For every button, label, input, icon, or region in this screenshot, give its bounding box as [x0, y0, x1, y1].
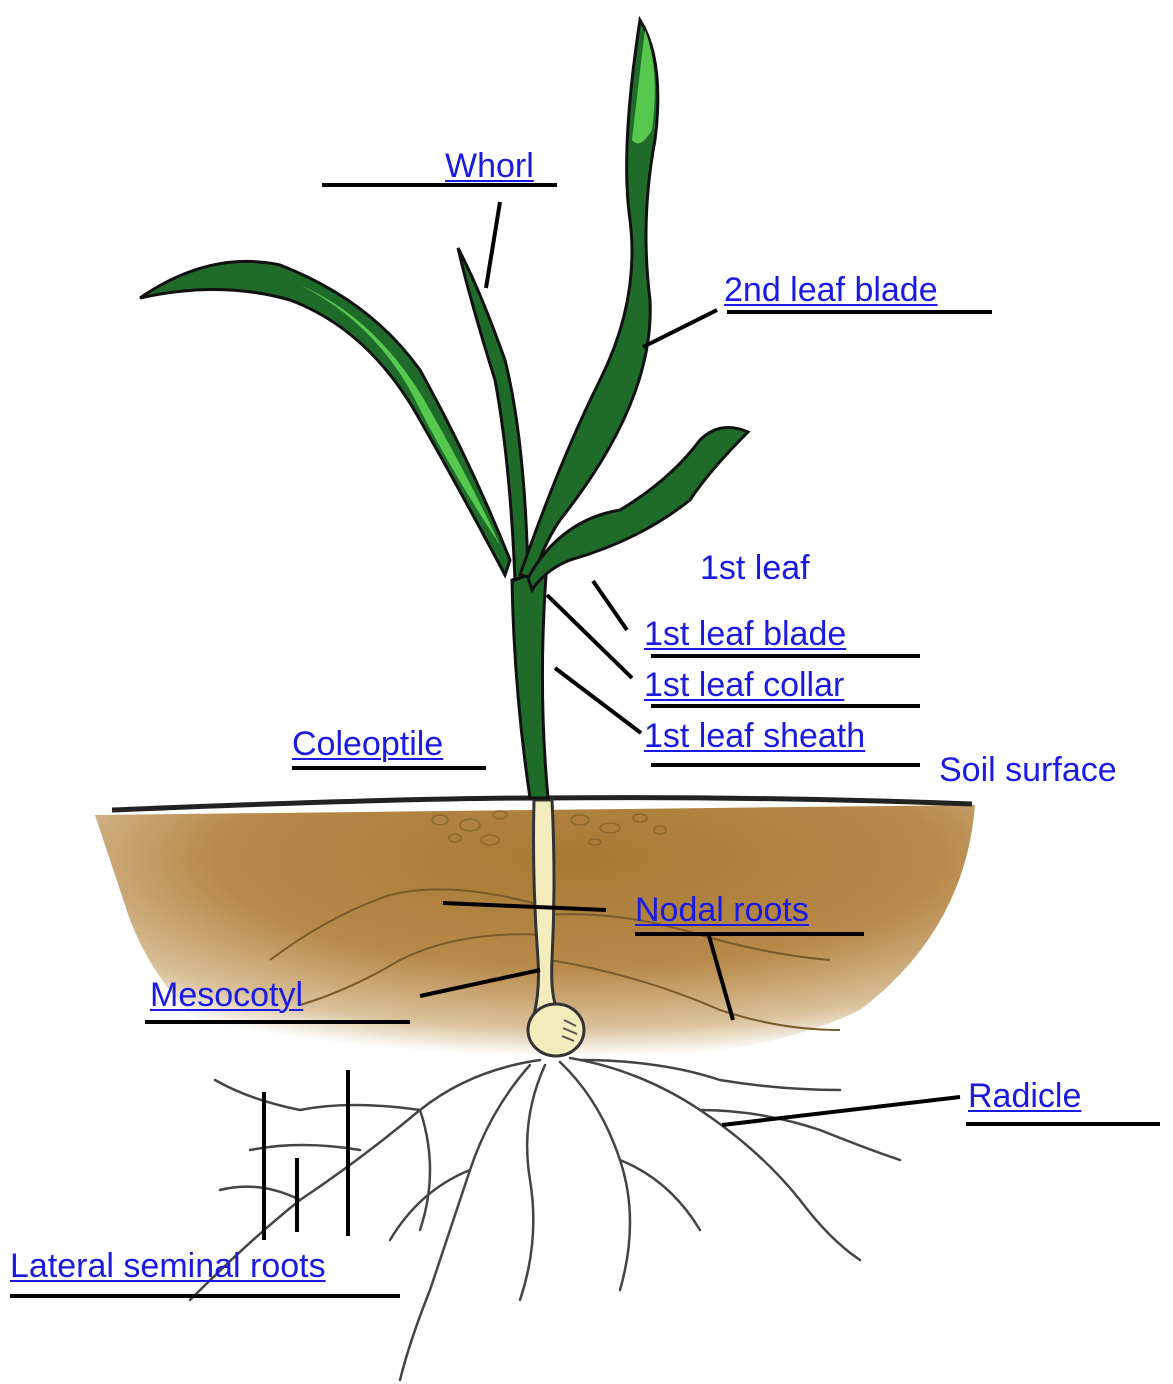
label-whorl[interactable]: Whorl	[445, 146, 534, 186]
label-soil-surface: Soil surface	[939, 750, 1117, 790]
label-lateral-seminal-roots[interactable]: Lateral seminal roots	[10, 1246, 326, 1286]
label-nodal-roots[interactable]: Nodal roots	[635, 890, 809, 930]
label-first-leaf-collar[interactable]: 1st leaf collar	[644, 665, 844, 705]
label-second-leaf-blade[interactable]: 2nd leaf blade	[724, 270, 938, 310]
left-leaf	[140, 261, 510, 575]
label-first-leaf-sheath[interactable]: 1st leaf sheath	[644, 716, 865, 756]
green-stem	[512, 573, 548, 798]
label-coleoptile[interactable]: Coleoptile	[292, 724, 443, 764]
label-mesocotyl[interactable]: Mesocotyl	[150, 975, 303, 1015]
seed	[528, 1004, 584, 1056]
label-first-leaf: 1st leaf	[700, 548, 810, 588]
leader-lines	[10, 185, 1160, 1296]
label-radicle[interactable]: Radicle	[968, 1076, 1081, 1116]
label-first-leaf-blade[interactable]: 1st leaf blade	[644, 614, 846, 654]
